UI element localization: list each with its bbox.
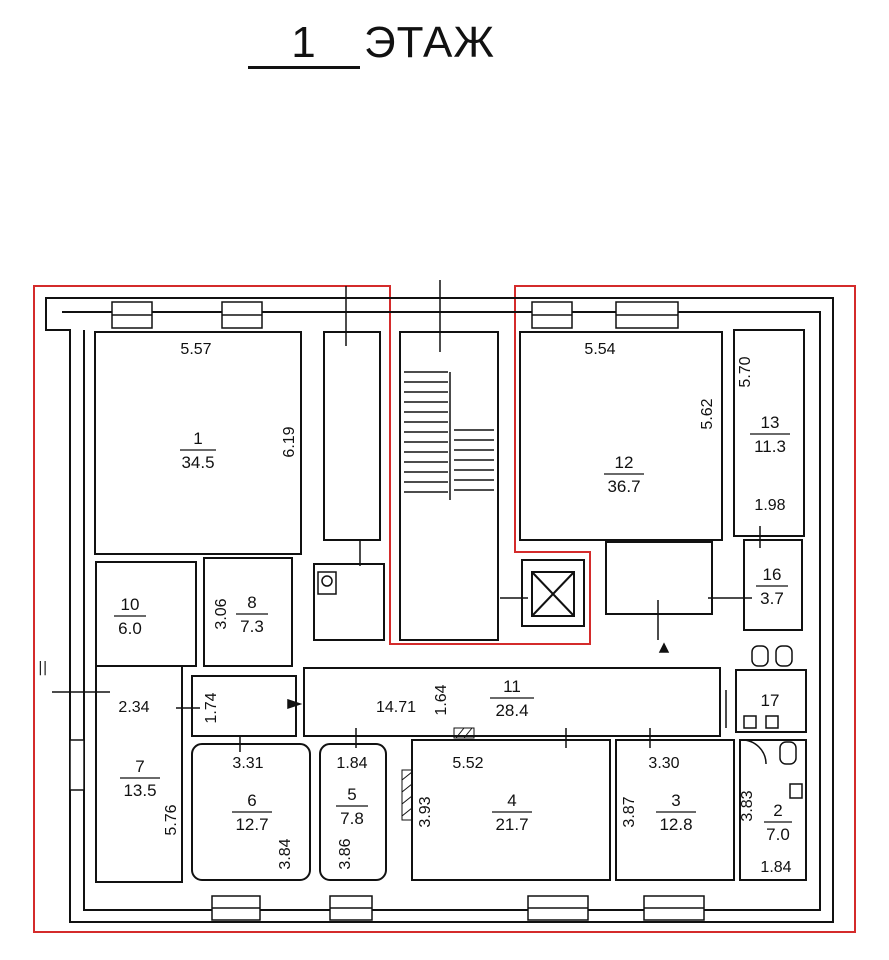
svg-text:8: 8 — [247, 593, 256, 612]
room-2-outline — [739, 739, 807, 881]
vestibule-outline — [605, 541, 713, 615]
dim-1-74: 1.74 — [203, 692, 220, 723]
staircase — [345, 280, 494, 500]
room-3-outline — [615, 739, 735, 881]
svg-text:16: 16 — [763, 565, 782, 584]
svg-text:36.7: 36.7 — [607, 477, 640, 496]
room-label-12: 12 36.7 — [604, 453, 644, 496]
svg-text:12.8: 12.8 — [659, 815, 692, 834]
room-12-outline — [519, 331, 723, 541]
highlight-zone-main — [33, 285, 856, 933]
svg-text:1: 1 — [193, 429, 202, 448]
room-label-10: 10 6.0 — [114, 595, 146, 638]
shaft-left — [323, 331, 381, 541]
room-5-outline — [319, 743, 387, 881]
room-16-outline — [743, 539, 803, 631]
left-edge-mark: || — [38, 660, 47, 676]
room-label-5: 5 7.8 — [336, 785, 368, 828]
room-label-1: 1 34.5 — [180, 429, 216, 472]
dim-5-52: 5.52 — [452, 755, 483, 772]
svg-text:6: 6 — [247, 791, 256, 810]
room-4-outline — [411, 739, 611, 881]
room-10-outline — [95, 561, 197, 667]
svg-text:5: 5 — [347, 785, 356, 804]
sanitary-fixtures — [317, 571, 803, 799]
dim-5-76: 5.76 — [163, 804, 180, 835]
svg-text:11.3: 11.3 — [754, 437, 786, 456]
elevator-shaft — [531, 571, 575, 617]
svg-text:28.4: 28.4 — [495, 701, 528, 720]
svg-text:12.7: 12.7 — [235, 815, 268, 834]
svg-text:10: 10 — [121, 595, 140, 614]
svg-text:13: 13 — [761, 413, 780, 432]
svg-text:7.8: 7.8 — [340, 809, 364, 828]
room-label-6: 6 12.7 — [232, 791, 272, 834]
dim-3-30: 3.30 — [648, 755, 679, 772]
room-6-outline — [191, 743, 311, 881]
svg-text:2: 2 — [773, 801, 782, 820]
dim-3-87: 3.87 — [621, 796, 638, 827]
dim-1-84-bottom: 1.84 — [760, 859, 791, 876]
room-outlines — [94, 329, 807, 883]
room-label-8: 8 7.3 — [236, 593, 268, 636]
svg-text:13.5: 13.5 — [123, 781, 156, 800]
svg-text:7.3: 7.3 — [240, 617, 264, 636]
dim-3-84: 3.84 — [277, 838, 294, 869]
svg-text:3: 3 — [671, 791, 680, 810]
highlighted-zones — [33, 285, 856, 933]
room-13-outline — [733, 329, 805, 537]
svg-text:11: 11 — [503, 677, 521, 696]
hatched-walls — [401, 727, 475, 821]
room-1-outline — [94, 331, 302, 555]
svg-text:7: 7 — [135, 757, 144, 776]
dim-5-54: 5.54 — [584, 341, 615, 358]
dim-5-70: 5.70 — [737, 356, 754, 387]
dim-1-84-top: 1.84 — [336, 755, 367, 772]
svg-text:34.5: 34.5 — [181, 453, 214, 472]
room-label-11: 11 28.4 — [490, 677, 534, 720]
dim-1-98: 1.98 — [754, 497, 785, 514]
svg-text:12: 12 — [615, 453, 634, 472]
dim-3-86: 3.86 — [337, 838, 354, 869]
room-label-2: 2 7.0 — [764, 801, 792, 844]
room-label-7: 7 13.5 — [120, 757, 160, 800]
room-label-3: 3 12.8 — [656, 791, 696, 834]
dim-3-06: 3.06 — [213, 598, 230, 629]
stairwell-outline — [399, 331, 499, 641]
room-11-outline — [303, 667, 721, 737]
room-label-16: 16 3.7 — [756, 565, 788, 608]
dim-3-83: 3.83 — [739, 790, 756, 821]
dim-5-57: 5.57 — [180, 341, 211, 358]
floor-word: ЭТАЖ — [364, 18, 496, 67]
dim-5-62: 5.62 — [699, 398, 716, 429]
windows — [69, 301, 705, 921]
room-17-outline — [735, 669, 807, 733]
svg-text:21.7: 21.7 — [495, 815, 528, 834]
labels: || 1 34.5 2 7.0 3 12.8 4 21.7 5 7.8 6 — [38, 341, 792, 876]
dim-6-19: 6.19 — [281, 426, 298, 457]
dim-14-71: 14.71 — [376, 699, 416, 716]
dim-3-93: 3.93 — [417, 796, 434, 827]
service-box — [313, 563, 385, 641]
elevator-outline — [521, 559, 585, 627]
dim-2-34: 2.34 — [118, 699, 149, 716]
dim-1-64: 1.64 — [433, 684, 450, 715]
dim-3-31: 3.31 — [232, 755, 263, 772]
room-label-13: 13 11.3 — [750, 413, 790, 456]
door-marks — [52, 526, 767, 765]
svg-text:3.7: 3.7 — [760, 589, 784, 608]
svg-text:17: 17 — [761, 691, 780, 710]
room-label-17: 17 — [761, 691, 780, 710]
floor-number: 1 — [248, 20, 360, 69]
room-label-4: 4 21.7 — [492, 791, 532, 834]
room-7-outline — [95, 665, 183, 883]
svg-text:6.0: 6.0 — [118, 619, 142, 638]
svg-text:4: 4 — [507, 791, 516, 810]
svg-text:7.0: 7.0 — [766, 825, 790, 844]
room-8-outline — [203, 557, 293, 667]
